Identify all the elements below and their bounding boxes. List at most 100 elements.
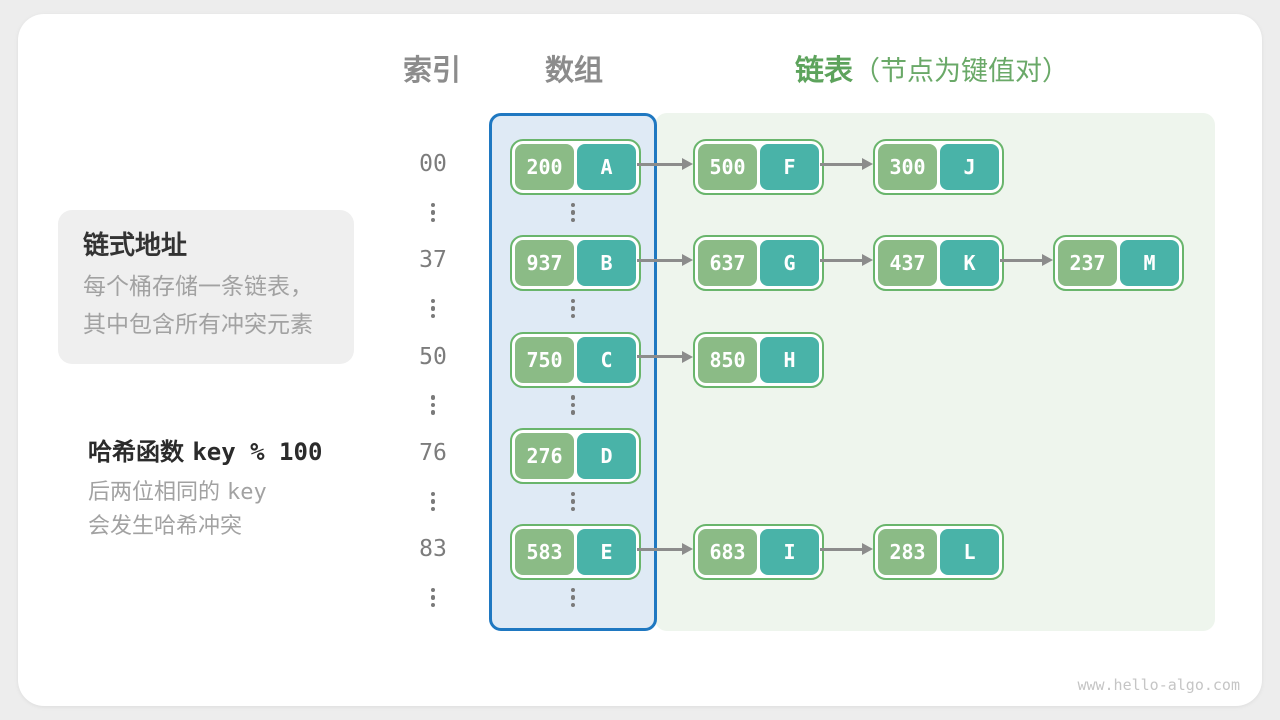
node-key: 437 [878, 240, 937, 287]
ellipsis-dot [570, 491, 576, 497]
header-linked-list: 链表（节点为键值对） [795, 53, 1069, 89]
arrow-line [820, 258, 865, 262]
ellipsis-dot [570, 402, 576, 408]
ellipsis-dot [570, 506, 576, 512]
ellipsis-dot [430, 395, 436, 400]
arrow-head-icon [862, 543, 873, 556]
arrow-head-icon [862, 158, 873, 170]
chaining-info-box: 链式地址 每个桶存储一条链表， 其中包含所有冲突元素 [58, 210, 354, 364]
ellipsis-dot [430, 298, 436, 304]
ellipsis-dot [430, 602, 436, 608]
node-value: M [1120, 240, 1179, 287]
ellipsis-dot [570, 313, 576, 319]
node-value: D [577, 432, 636, 479]
ellipsis-dot [570, 217, 576, 223]
node-key: 283 [878, 529, 937, 576]
arrow-head-icon [682, 543, 693, 556]
arrow-head-icon [1042, 254, 1053, 267]
ellipsis-dot [430, 595, 436, 600]
vertical-ellipsis-icon [570, 491, 576, 512]
arrow-line [637, 547, 685, 551]
node-key: 750 [515, 336, 574, 383]
node-key: 500 [698, 144, 757, 190]
ellipsis-dot [570, 587, 576, 593]
vertical-ellipsis-icon [430, 491, 436, 512]
node-value: G [760, 240, 819, 287]
pointer-arrow [637, 350, 693, 364]
ellipsis-dot [570, 410, 576, 415]
bucket-index-label: 83 [419, 536, 447, 563]
vertical-ellipsis-icon [570, 395, 576, 415]
node-value: B [577, 240, 636, 287]
bucket-index-label: 50 [419, 343, 447, 370]
ellipsis-dot [430, 313, 436, 319]
hash-function-note-line1: 后两位相同的 key [88, 476, 267, 510]
hash-function-title: 哈希函数 key % 100 [88, 432, 322, 467]
hash-note-line1-code: key [227, 480, 267, 505]
node-key: 300 [878, 144, 937, 190]
node-key: 937 [515, 240, 574, 287]
node-value: E [577, 529, 636, 576]
chaining-info-body: 每个桶存储一条链表， 其中包含所有冲突元素 [83, 268, 313, 344]
vertical-ellipsis-icon [430, 395, 436, 415]
pointer-arrow [1000, 253, 1053, 267]
header-array: 数组 [545, 53, 604, 87]
ellipsis-dot [570, 306, 576, 311]
node-value: C [577, 336, 636, 383]
ellipsis-dot [570, 499, 576, 504]
chaining-info-line1: 每个桶存储一条链表， [83, 274, 313, 300]
node-value: A [577, 144, 636, 190]
arrow-line [820, 547, 865, 551]
ellipsis-dot [430, 587, 436, 593]
node-value: H [760, 336, 819, 383]
node-value: K [940, 240, 999, 287]
arrow-head-icon [682, 350, 693, 363]
pointer-arrow [820, 157, 873, 171]
bucket-index-label: 00 [419, 151, 447, 177]
node-key: 200 [515, 144, 574, 190]
header-index: 索引 [403, 53, 462, 87]
ellipsis-dot [430, 306, 436, 311]
ellipsis-dot [430, 491, 436, 497]
ellipsis-dot [430, 402, 436, 408]
hash-function-note: 后两位相同的 key 会发生哈希冲突 [88, 476, 267, 544]
pointer-arrow [820, 253, 873, 267]
bucket-index-label: 37 [419, 247, 447, 274]
vertical-ellipsis-icon [430, 202, 436, 223]
watermark: www.hello-algo.com [1077, 676, 1240, 694]
pointer-arrow [637, 542, 693, 556]
ellipsis-dot [430, 506, 436, 512]
node-key: 637 [698, 240, 757, 287]
header-linked-list-note: （节点为键值对） [853, 56, 1070, 87]
ellipsis-dot [570, 210, 576, 215]
vertical-ellipsis-icon [570, 202, 576, 223]
arrow-line [637, 258, 685, 262]
bucket-index-label: 76 [419, 439, 447, 466]
ellipsis-dot [570, 298, 576, 304]
arrow-line [1000, 258, 1045, 262]
vertical-ellipsis-icon [570, 298, 576, 319]
ellipsis-dot [570, 595, 576, 600]
ellipsis-dot [430, 499, 436, 504]
arrow-head-icon [682, 158, 693, 170]
vertical-ellipsis-icon [570, 587, 576, 608]
vertical-ellipsis-icon [430, 298, 436, 319]
ellipsis-dot [430, 210, 436, 215]
node-key: 237 [1058, 240, 1117, 287]
vertical-ellipsis-icon [430, 587, 436, 608]
node-value: L [940, 529, 999, 576]
arrow-line [820, 162, 865, 166]
node-key: 276 [515, 432, 574, 479]
